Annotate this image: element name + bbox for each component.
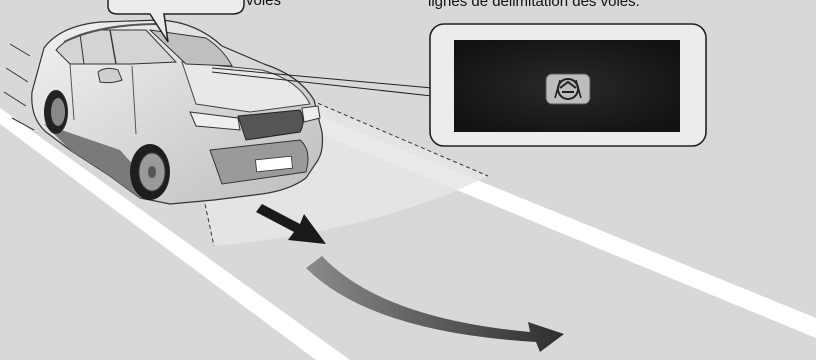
callout-text-voies: voies <box>246 0 281 8</box>
callout-text-lane-lines: lignes de délimitation des voies. <box>428 0 640 9</box>
lane-keeping-assist-icon <box>546 74 590 104</box>
car-side-mirror <box>98 68 122 82</box>
